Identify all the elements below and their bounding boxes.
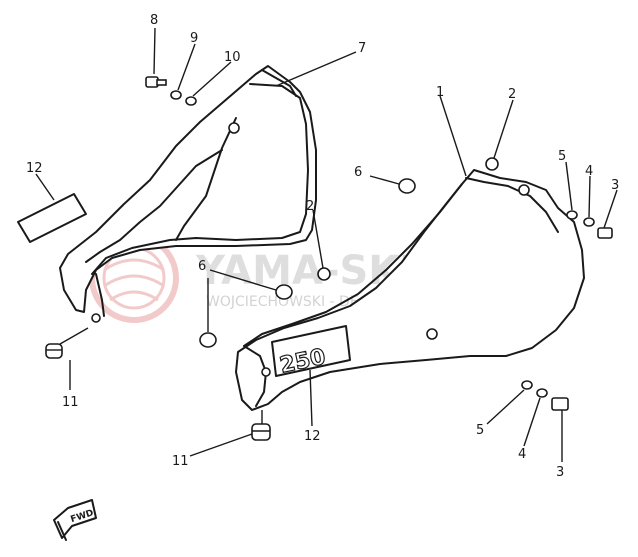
- grommet-10: [185, 96, 197, 106]
- bolt-8: [145, 76, 167, 88]
- washer-5-top: [566, 210, 578, 220]
- callout-11-right: 11: [172, 454, 189, 469]
- callout-3-bottom: 3: [556, 465, 564, 480]
- decal-250: 250: [271, 325, 351, 379]
- callout-10: 10: [224, 50, 241, 65]
- grommet-2-mid: [317, 267, 331, 281]
- callout-4-top: 4: [585, 164, 593, 179]
- grommet-11-right: [251, 423, 271, 441]
- hardware: [45, 76, 613, 441]
- fwd-badge: FWD: [53, 499, 97, 541]
- callout-2-mid: 2: [306, 199, 314, 214]
- grommet-6-top: [398, 178, 416, 194]
- washer-9: [170, 90, 182, 100]
- callout-5-top: 5: [558, 149, 566, 164]
- washer-5-bottom: [521, 380, 533, 390]
- grommet-2-top: [485, 157, 499, 171]
- callout-8: 8: [150, 13, 158, 28]
- grommet-6-low: [199, 332, 217, 348]
- grommet-6-mid: [275, 284, 293, 300]
- callout-4-bottom: 4: [518, 447, 526, 462]
- callout-6-top: 6: [354, 165, 362, 180]
- callout-12-left: 12: [26, 161, 43, 176]
- washer-4-bottom: [536, 388, 548, 398]
- callout-6-mid: 6: [198, 259, 206, 274]
- callout-11-left: 11: [62, 395, 79, 410]
- bolt-3-bottom: [551, 397, 569, 411]
- leader-lines: [35, 27, 618, 462]
- callout-9: 9: [190, 31, 198, 46]
- callout-5-bottom: 5: [476, 423, 484, 438]
- callout-7: 7: [358, 41, 366, 56]
- emblem-strip-left: [17, 193, 87, 243]
- grommet-11-left: [45, 343, 63, 359]
- callout-12-right: 12: [304, 429, 321, 444]
- washer-4-top: [583, 217, 595, 227]
- bolt-3-top: [597, 227, 613, 239]
- callout-numbers: 8 9 10 7 1 2 6 2 6 12 5 4 3 11 12 11 5 4…: [26, 13, 619, 480]
- callout-2-top: 2: [508, 87, 516, 102]
- side-cover-left: [59, 65, 317, 323]
- callout-1: 1: [436, 85, 444, 100]
- callout-3-top: 3: [611, 178, 619, 193]
